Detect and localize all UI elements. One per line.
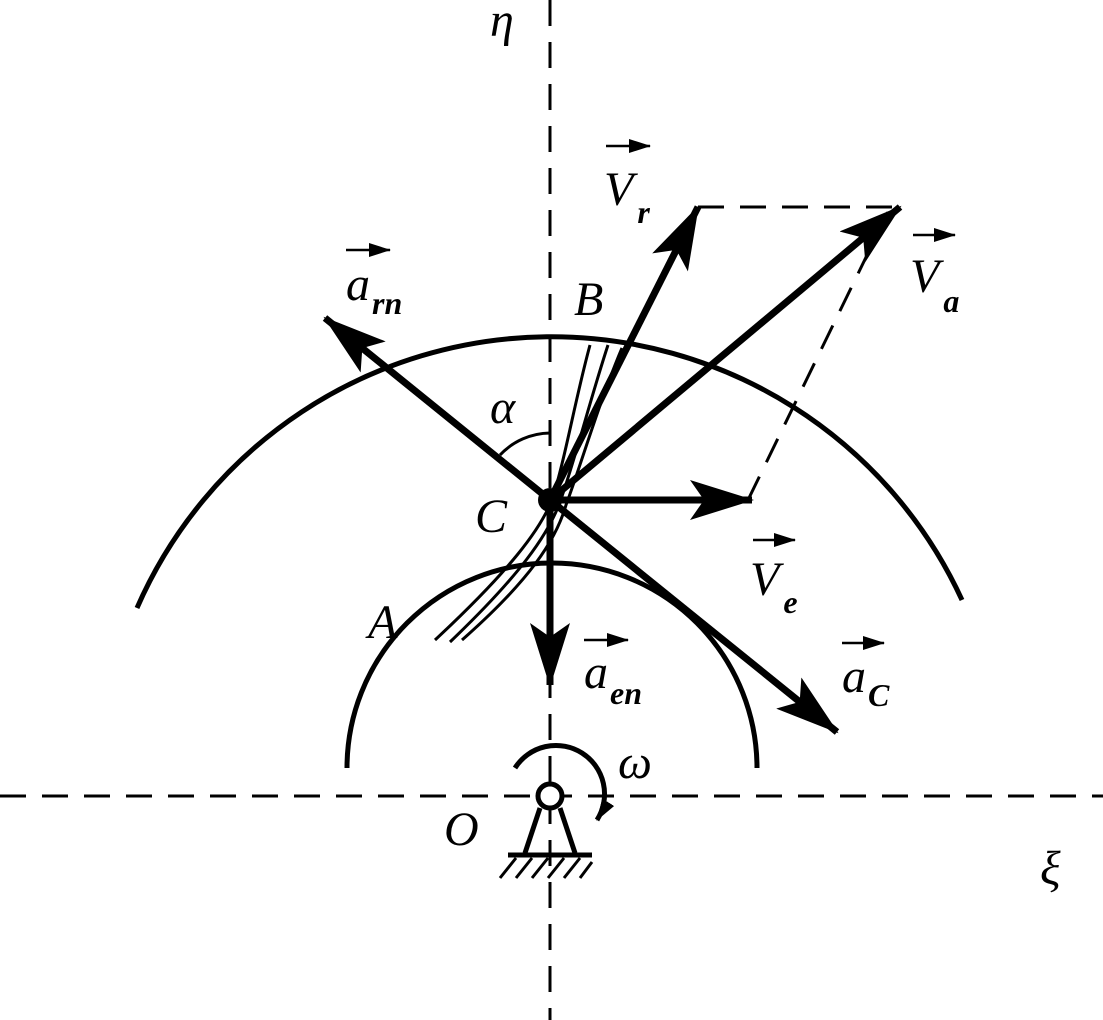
va-vector xyxy=(547,204,903,503)
point-a-label: A xyxy=(365,596,398,649)
vr-vector xyxy=(546,205,702,502)
outer-arc xyxy=(134,334,965,610)
pivot-support xyxy=(498,781,594,879)
point-c-label: C xyxy=(475,490,508,543)
channel-wall-right xyxy=(448,344,610,644)
alpha-label: α xyxy=(490,381,516,434)
ac-label: aC xyxy=(842,650,890,713)
point-b-label: B xyxy=(574,273,603,326)
point-c-dot xyxy=(538,488,562,512)
omega-arrow xyxy=(512,742,615,822)
ac-vector xyxy=(547,497,840,735)
eta-label: η xyxy=(490,0,514,47)
alpha-angle-arc xyxy=(498,431,551,457)
point-o-label: O xyxy=(444,803,479,856)
arn-label: arn xyxy=(346,258,402,321)
arn-vector xyxy=(322,315,553,503)
parallelogram-side-line xyxy=(746,211,890,501)
omega-label: ω xyxy=(618,736,652,789)
xi-label: ξ xyxy=(1040,842,1061,895)
aen-label: aen xyxy=(584,646,642,711)
